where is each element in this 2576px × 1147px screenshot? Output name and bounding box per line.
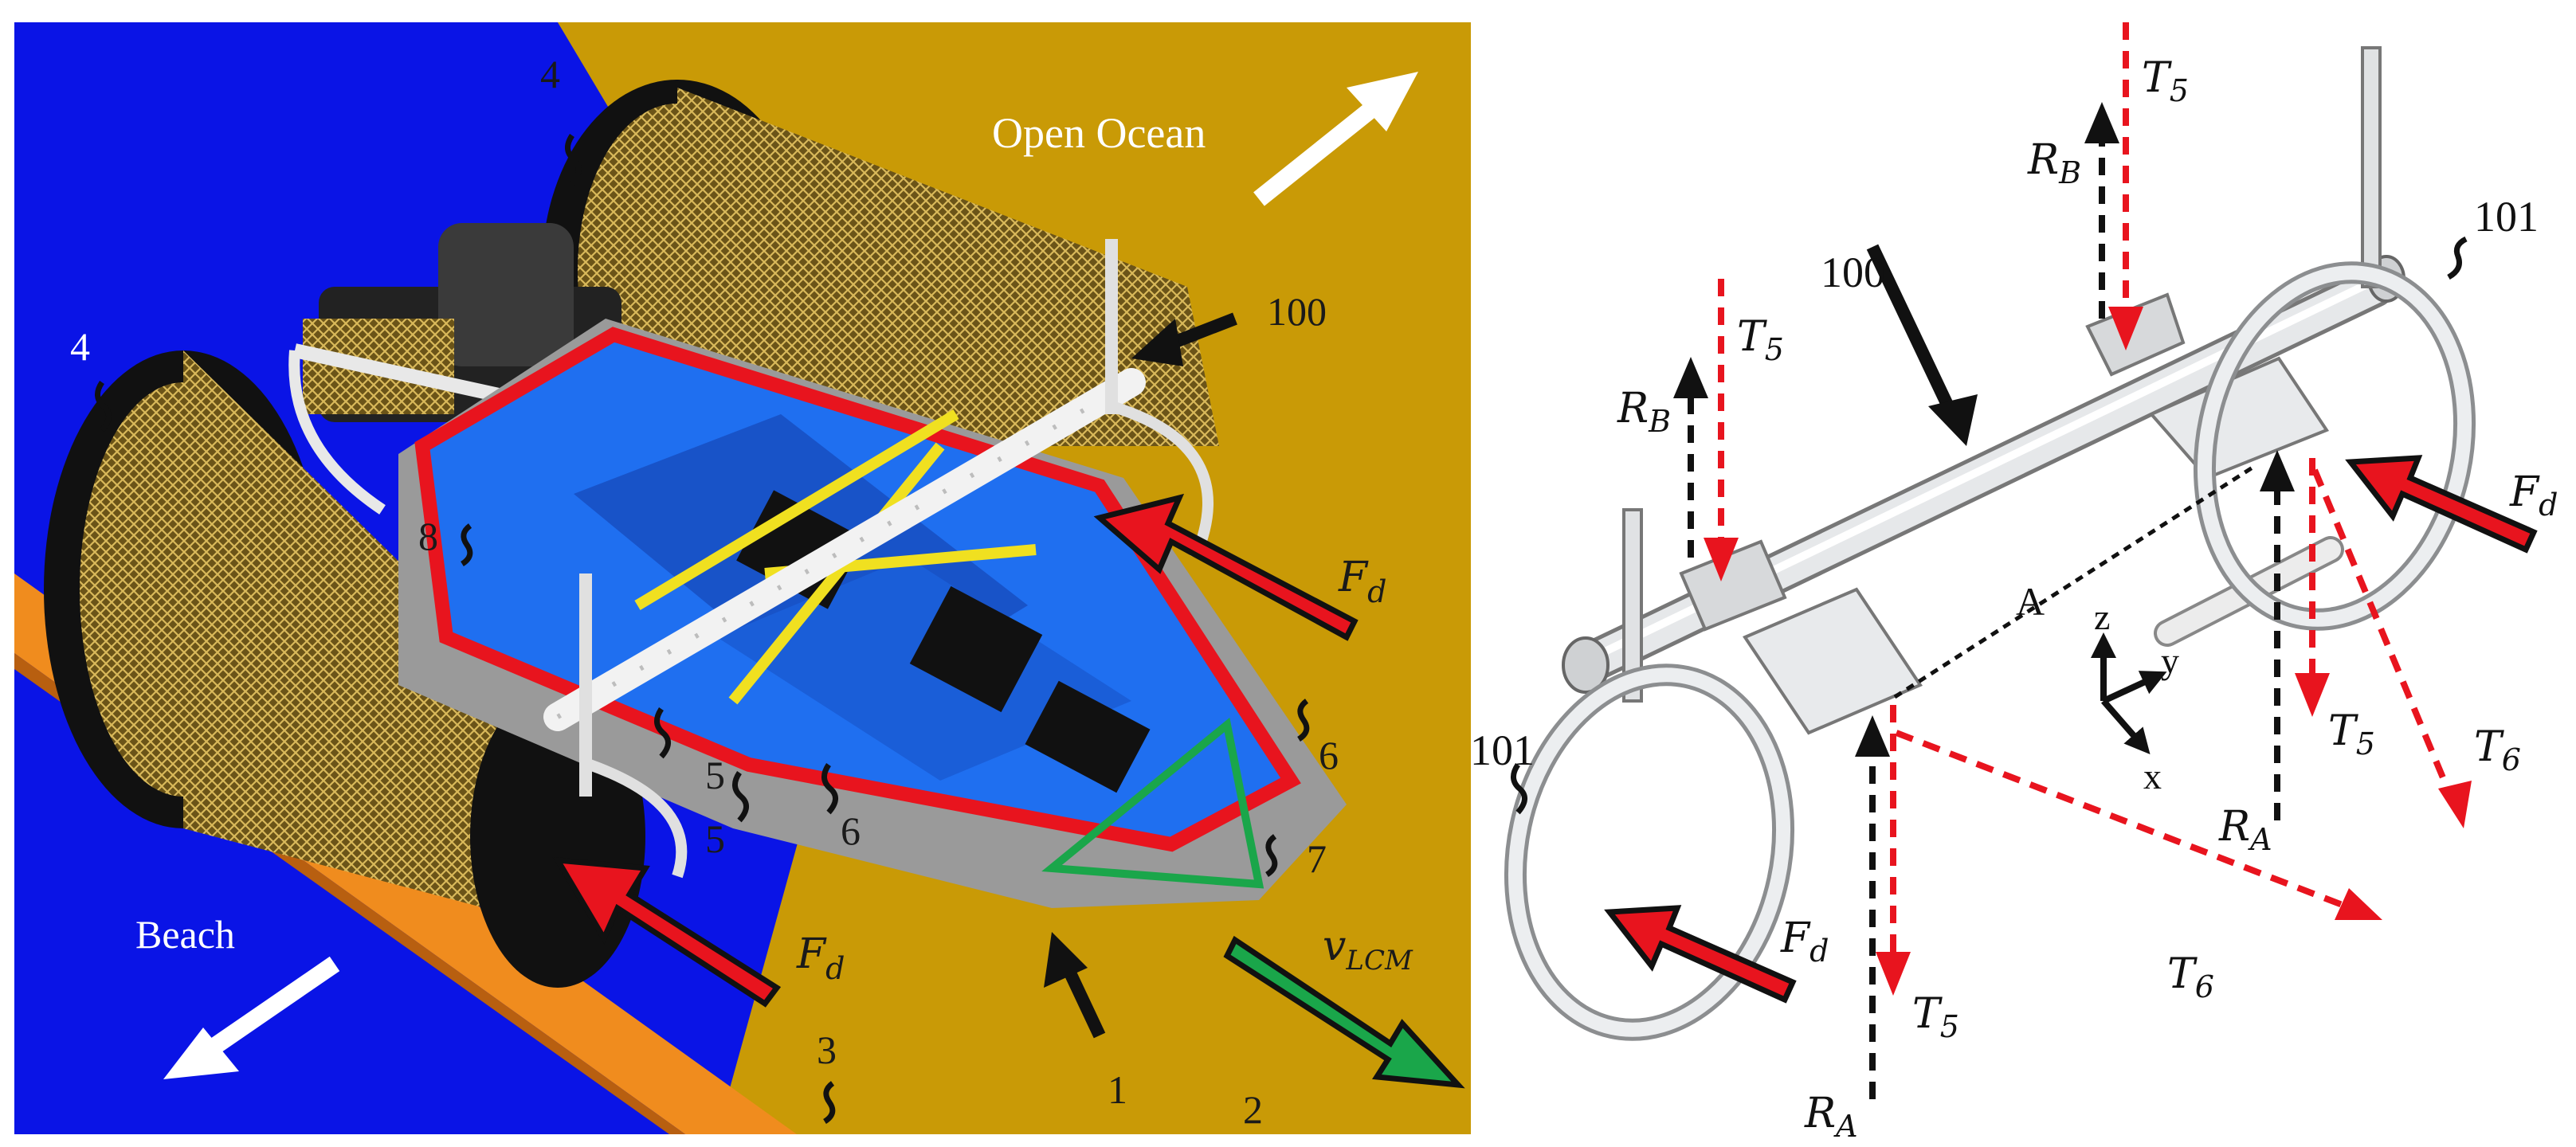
rb-top-label: RB	[2027, 136, 2081, 190]
callout-arrow-100-right	[1866, 244, 1978, 446]
part-number-5-lower: 5	[705, 816, 725, 861]
part-number-6-right: 6	[1319, 733, 1339, 777]
t5-bottom-label-sub: 5	[1940, 1009, 1959, 1044]
ring-101-right	[2193, 261, 2476, 631]
part-number-5-upper: 5	[705, 753, 725, 797]
drag-force-label-lower: Fd	[796, 930, 845, 986]
part-number-8: 8	[418, 514, 438, 558]
drag-force-label-lower-main: F	[796, 930, 827, 978]
fd-right-label-main: F	[2509, 468, 2540, 516]
velocity-label: vLCM	[1323, 922, 1413, 977]
part-number-1: 1	[1108, 1067, 1127, 1112]
callout-arrow-100	[1131, 312, 1237, 366]
part-number-2: 2	[1243, 1087, 1263, 1132]
t6-bottom-arrow	[1895, 730, 2352, 911]
coordinate-axes	[2091, 632, 2167, 755]
t5-top-label: T5	[2142, 54, 2189, 108]
t5-top-label-main: T	[2142, 54, 2172, 102]
part-number-4-right: 4	[540, 52, 560, 96]
ra-bottom-label-sub: A	[1833, 1109, 1857, 1144]
drag-force-arrow-lower	[552, 856, 782, 1008]
left-panel: Open Ocean Beach 4 4 100 8 6 6 5 5 7 1 2…	[14, 22, 1471, 1134]
t6-right-label-main: T	[2474, 723, 2504, 771]
beach-arrow	[163, 956, 340, 1079]
tension-arrowheads	[1704, 307, 2472, 996]
rb-top-label-sub: B	[2058, 155, 2081, 190]
drag-force-label-lower-sub: d	[825, 951, 845, 986]
ra-bottom-label-main: R	[1804, 1090, 1836, 1137]
fd-right-label: Fd	[2509, 468, 2558, 523]
open-ocean-label: Open Ocean	[992, 109, 1206, 157]
callout-arrow-1	[1044, 932, 1106, 1039]
part-number-101-left: 101	[1470, 726, 1535, 774]
velocity-arrow	[1223, 935, 1465, 1089]
plate-lower	[1743, 587, 1923, 735]
t5-right-label-sub: 5	[2356, 726, 2375, 761]
t6-bottom-label-main: T	[2167, 950, 2198, 998]
leader-squiggles-right	[1511, 236, 2468, 815]
drag-arrow-left	[1604, 905, 1797, 1004]
t5-bottom-label-main: T	[1912, 990, 1943, 1038]
tension-arrows	[1718, 22, 2457, 972]
t5-left-label-sub: 5	[1765, 332, 1784, 367]
axis-z-label: z	[2094, 597, 2110, 637]
t5-bottom-label: T5	[1912, 990, 1959, 1044]
reaction-arrows	[1688, 127, 2280, 1099]
t6-bottom-label-sub: 6	[2195, 969, 2214, 1004]
fd-left-label-main: F	[1780, 914, 1811, 962]
part-number-100-right: 100	[1821, 249, 1885, 296]
axis-x-label: x	[2143, 756, 2162, 797]
t6-right-label: T6	[2474, 723, 2521, 777]
t6-right-label-sub: 6	[2502, 742, 2521, 777]
fd-right-label-sub: d	[2539, 487, 2558, 523]
ring-101-left	[1504, 664, 1795, 1041]
part-number-6-left: 6	[841, 808, 861, 853]
ra-right-label-sub: A	[2248, 822, 2272, 857]
yellow-strap-1	[634, 409, 959, 611]
drag-force-arrow-upper	[1093, 493, 1359, 641]
part-number-3: 3	[817, 1028, 837, 1072]
point-a-label: A	[2016, 579, 2045, 624]
drag-force-label-upper: Fd	[1338, 554, 1386, 609]
part-number-100-left: 100	[1267, 289, 1327, 334]
t5-left-label: T5	[1737, 313, 1784, 367]
leader-squiggles	[95, 134, 1310, 1124]
rb-top-label-main: R	[2027, 136, 2059, 184]
rb-left-label-sub: B	[1648, 404, 1671, 439]
bracket-right	[2085, 292, 2186, 377]
part-number-4-left: 4	[70, 324, 90, 369]
crossbar-100	[543, 239, 1214, 879]
fd-left-label: Fd	[1780, 914, 1829, 969]
t5-top-label-sub: 5	[2170, 73, 2189, 108]
drag-force-label-upper-sub: d	[1367, 574, 1386, 609]
reaction-arrowheads	[1673, 102, 2295, 757]
t5-right-label: T5	[2328, 707, 2375, 761]
velocity-label-main: v	[1323, 922, 1346, 970]
part-number-101-right: 101	[2474, 193, 2539, 241]
yellow-strap-2	[728, 442, 945, 705]
vertical-posts	[1622, 46, 2382, 703]
ra-bottom-label: RA	[1804, 1090, 1858, 1144]
t6-bottom-label: T6	[2167, 950, 2214, 1004]
open-ocean-arrow	[1253, 72, 1418, 206]
drag-arrow-right	[2345, 455, 2538, 554]
ra-right-label: RA	[2218, 803, 2272, 857]
velocity-label-sub: LCM	[1345, 945, 1413, 977]
axis-y-label: y	[2161, 640, 2179, 681]
rb-left-label-main: R	[1617, 385, 1649, 433]
t5-right-label-main: T	[2328, 707, 2358, 755]
ra-right-label-main: R	[2218, 803, 2250, 851]
part-number-7: 7	[1307, 836, 1327, 881]
right-panel: 100 101 101 A z y x T5 T5 T5 T5 T6 T6 RB…	[1470, 22, 2558, 1144]
t6-right-arrow	[2311, 468, 2457, 806]
beach-label: Beach	[135, 912, 235, 957]
t5-left-label-main: T	[1737, 313, 1767, 361]
fd-left-label-sub: d	[1809, 934, 1829, 969]
drag-force-label-upper-main: F	[1338, 554, 1369, 601]
bracket-left	[1679, 539, 1787, 632]
rb-left-label: RB	[1617, 385, 1671, 439]
